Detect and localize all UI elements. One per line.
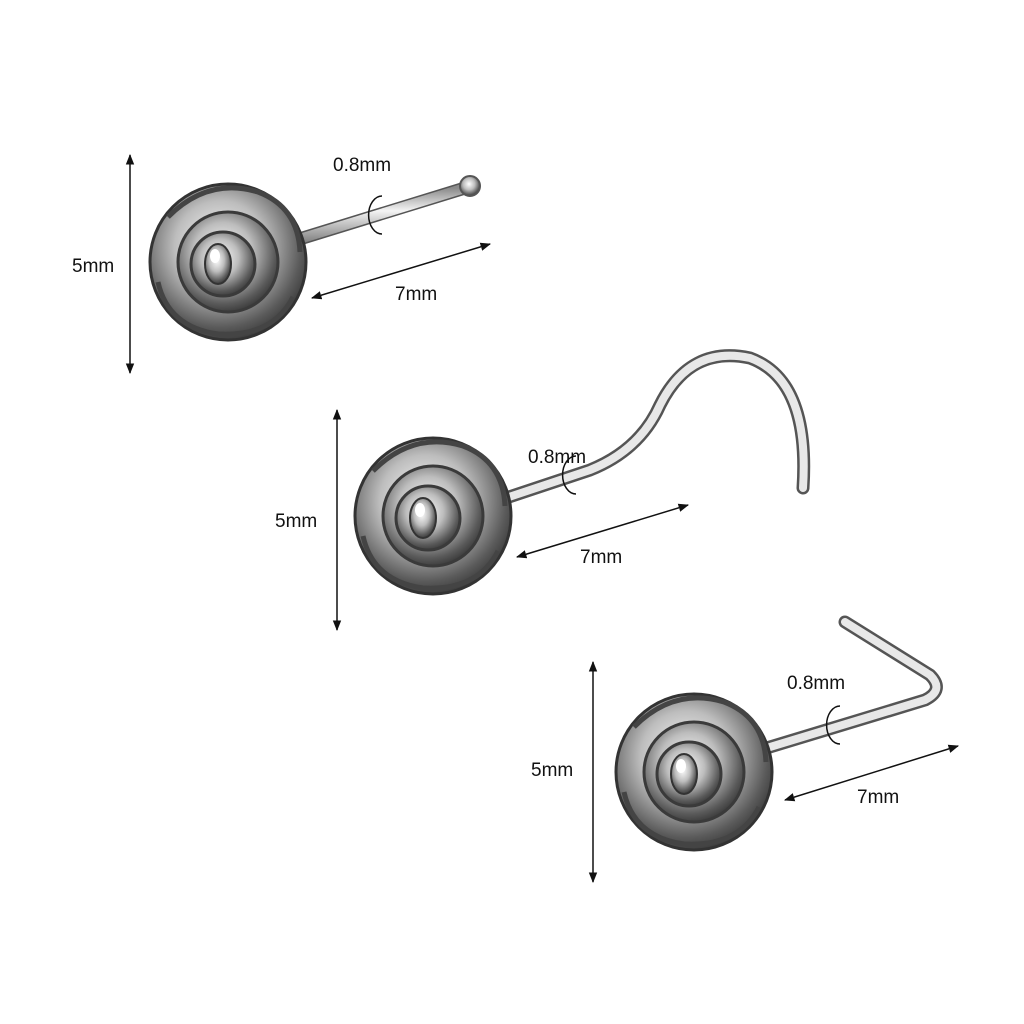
screw-pin-item bbox=[332, 349, 811, 632]
gauge-arc bbox=[561, 455, 577, 495]
gauge-label-1: 0.8mm bbox=[333, 155, 392, 176]
gauge-arc bbox=[825, 705, 841, 745]
gauge-arc bbox=[367, 195, 383, 235]
height-label-3: 5mm bbox=[531, 760, 574, 781]
length-arrow bbox=[783, 744, 960, 802]
length-label-3: 7mm bbox=[857, 787, 900, 808]
straight-pin-item bbox=[125, 153, 492, 375]
gauge-label-3: 0.8mm bbox=[787, 673, 846, 694]
height-label-2: 5mm bbox=[275, 511, 318, 532]
height-label-1: 5mm bbox=[72, 256, 115, 277]
length-arrow bbox=[515, 503, 690, 559]
rose-head bbox=[355, 438, 511, 594]
l-shape-pin-item bbox=[588, 615, 960, 884]
length-label-1: 7mm bbox=[395, 284, 438, 305]
gauge-label-2: 0.8mm bbox=[528, 447, 587, 468]
rose-head bbox=[616, 694, 772, 850]
rose-head bbox=[150, 184, 306, 340]
length-arrow bbox=[310, 242, 492, 300]
length-label-2: 7mm bbox=[580, 547, 623, 568]
